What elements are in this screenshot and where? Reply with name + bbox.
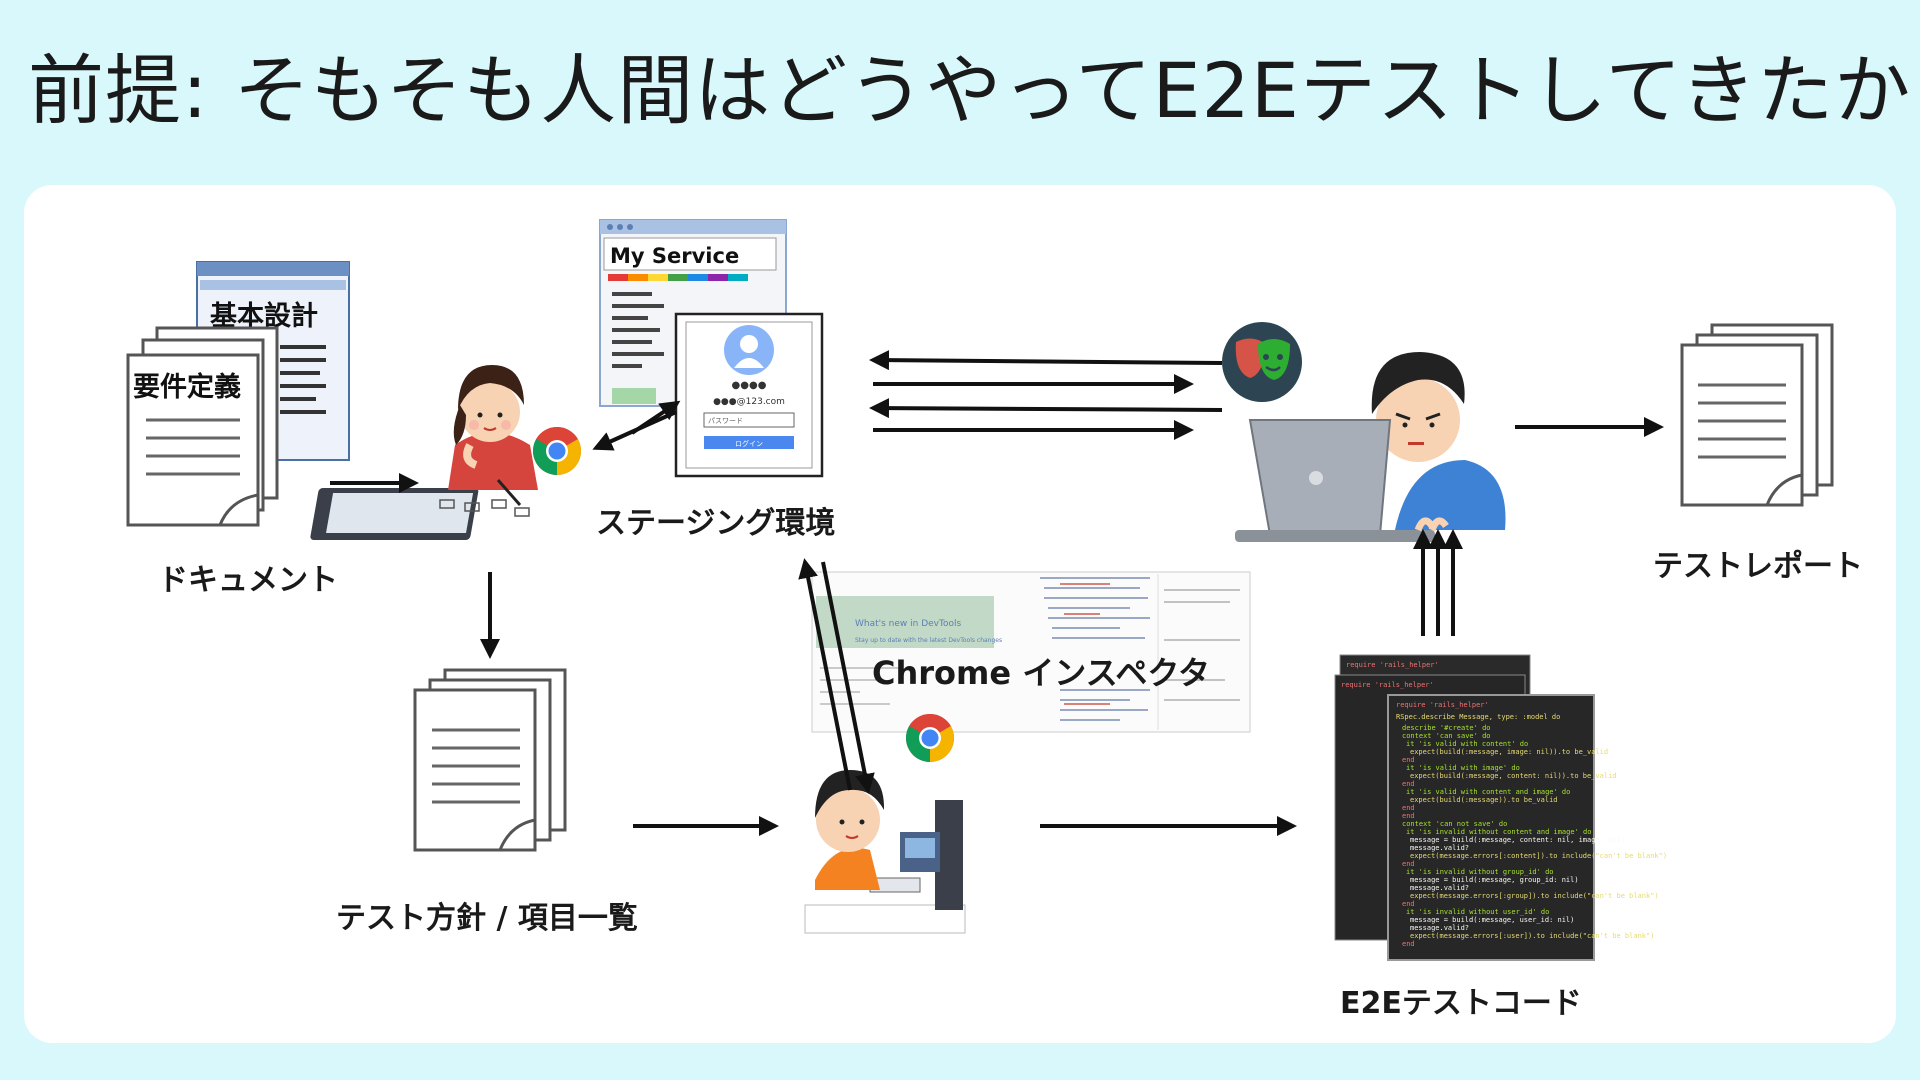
login-password-field: パスワード bbox=[708, 417, 743, 425]
code-line: end bbox=[1402, 940, 1415, 948]
code-line: end bbox=[1402, 756, 1415, 764]
chrome-icon-top bbox=[532, 426, 582, 475]
arrow-playwright-to-staging-2 bbox=[869, 398, 1223, 419]
document-stack: 基本設計 要件定義 bbox=[126, 261, 350, 527]
code-line: message.valid? bbox=[1410, 924, 1469, 932]
chrome-icon-bottom bbox=[905, 713, 955, 762]
code-line: context 'can not save' do bbox=[1402, 820, 1507, 828]
code-line: context 'can save' do bbox=[1402, 732, 1491, 740]
code-line: expect(build(:message, image: nil)).to b… bbox=[1410, 748, 1608, 756]
code-line: expect(build(:message, content: nil)).to… bbox=[1410, 772, 1617, 780]
code-line: it 'is invalid without content and image… bbox=[1406, 828, 1591, 836]
test-report-paper-stack bbox=[1680, 323, 1834, 507]
code-line: describe '#create' do bbox=[1402, 724, 1491, 732]
requirements-title: 要件定義 bbox=[133, 371, 241, 403]
code-line: it 'is valid with content and image' do bbox=[1406, 788, 1570, 796]
code-line: message = build(:message, content: nil, … bbox=[1410, 836, 1625, 844]
masked-username: ●●●● bbox=[732, 380, 767, 391]
tester-man-laptop-illustration bbox=[1235, 352, 1506, 542]
label-e2e-code: E2Eテストコード bbox=[1340, 986, 1582, 1021]
code-line: it 'is invalid without group_id' do bbox=[1406, 868, 1554, 876]
label-test-report: テストレポート bbox=[1653, 549, 1863, 584]
code-line: it 'is valid with image' do bbox=[1406, 764, 1520, 772]
label-chrome-inspector: Chrome インスペクタ bbox=[872, 654, 1211, 692]
code-line: end bbox=[1402, 900, 1415, 908]
code-require-mid: require 'rails_helper' bbox=[1341, 681, 1434, 689]
tester-woman-illustration bbox=[310, 365, 538, 540]
label-staging: ステージング環境 bbox=[596, 506, 836, 541]
code-line: end bbox=[1402, 780, 1415, 788]
devtools-whats-new-sub: Stay up to date with the latest DevTools… bbox=[855, 637, 1002, 644]
code-line: it 'is invalid without user_id' do bbox=[1406, 908, 1549, 916]
code-require-front: require 'rails_helper' bbox=[1396, 701, 1489, 709]
login-button: ログイン bbox=[735, 439, 763, 448]
code-line: it 'is valid with content' do bbox=[1406, 740, 1528, 748]
login-email-value: ●●●@123.com bbox=[713, 397, 785, 407]
code-line: end bbox=[1402, 804, 1415, 812]
code-line: end bbox=[1402, 812, 1415, 820]
playwright-logo bbox=[1222, 322, 1302, 402]
code-line: expect(message.errors[:content]).to incl… bbox=[1410, 852, 1667, 860]
code-line: expect(message.errors[:group]).to includ… bbox=[1410, 892, 1659, 900]
arrow-boy-to-staging bbox=[798, 558, 852, 791]
slide-title: 前提: そもそも人間はどうやってE2Eテストしてきたか bbox=[28, 46, 1912, 135]
code-line: message = build(:message, user_id: nil) bbox=[1410, 916, 1574, 924]
service-name: My Service bbox=[610, 244, 739, 268]
code-line: message.valid? bbox=[1410, 884, 1469, 892]
devtools-whats-new: What's new in DevTools bbox=[855, 619, 961, 629]
e2e-code-windows: require 'rails_helper' require 'rails_he… bbox=[1334, 654, 1667, 961]
label-documents: ドキュメント bbox=[158, 563, 338, 598]
code-line: end bbox=[1402, 860, 1415, 868]
code-require-back: require 'rails_helper' bbox=[1346, 661, 1439, 669]
arrow-playwright-to-staging-1 bbox=[869, 350, 1223, 371]
test-plan-paper-stack bbox=[413, 668, 567, 852]
requirements-paper-stack: 要件定義 bbox=[126, 326, 279, 527]
developer-boy-illustration bbox=[804, 770, 966, 934]
login-card: ●●●● ●●●@123.com パスワード ログイン bbox=[674, 312, 824, 478]
code-line: expect(build(:message)).to be_valid bbox=[1410, 796, 1558, 804]
flow-arrows bbox=[330, 350, 1664, 836]
code-line: message.valid? bbox=[1410, 844, 1469, 852]
code-line: message = build(:message, group_id: nil) bbox=[1410, 876, 1579, 884]
devtools-screenshot: What's new in DevTools Stay up to date w… bbox=[811, 571, 1251, 733]
arrow-staging-to-woman bbox=[592, 410, 677, 451]
label-test-plan: テスト方針 / 項目一覧 bbox=[336, 901, 638, 936]
arrow-staging-to-boy bbox=[821, 561, 875, 794]
code-line: expect(message.errors[:user]).to include… bbox=[1410, 932, 1654, 940]
code-describe: RSpec.describe Message, type: :model do bbox=[1396, 713, 1560, 721]
